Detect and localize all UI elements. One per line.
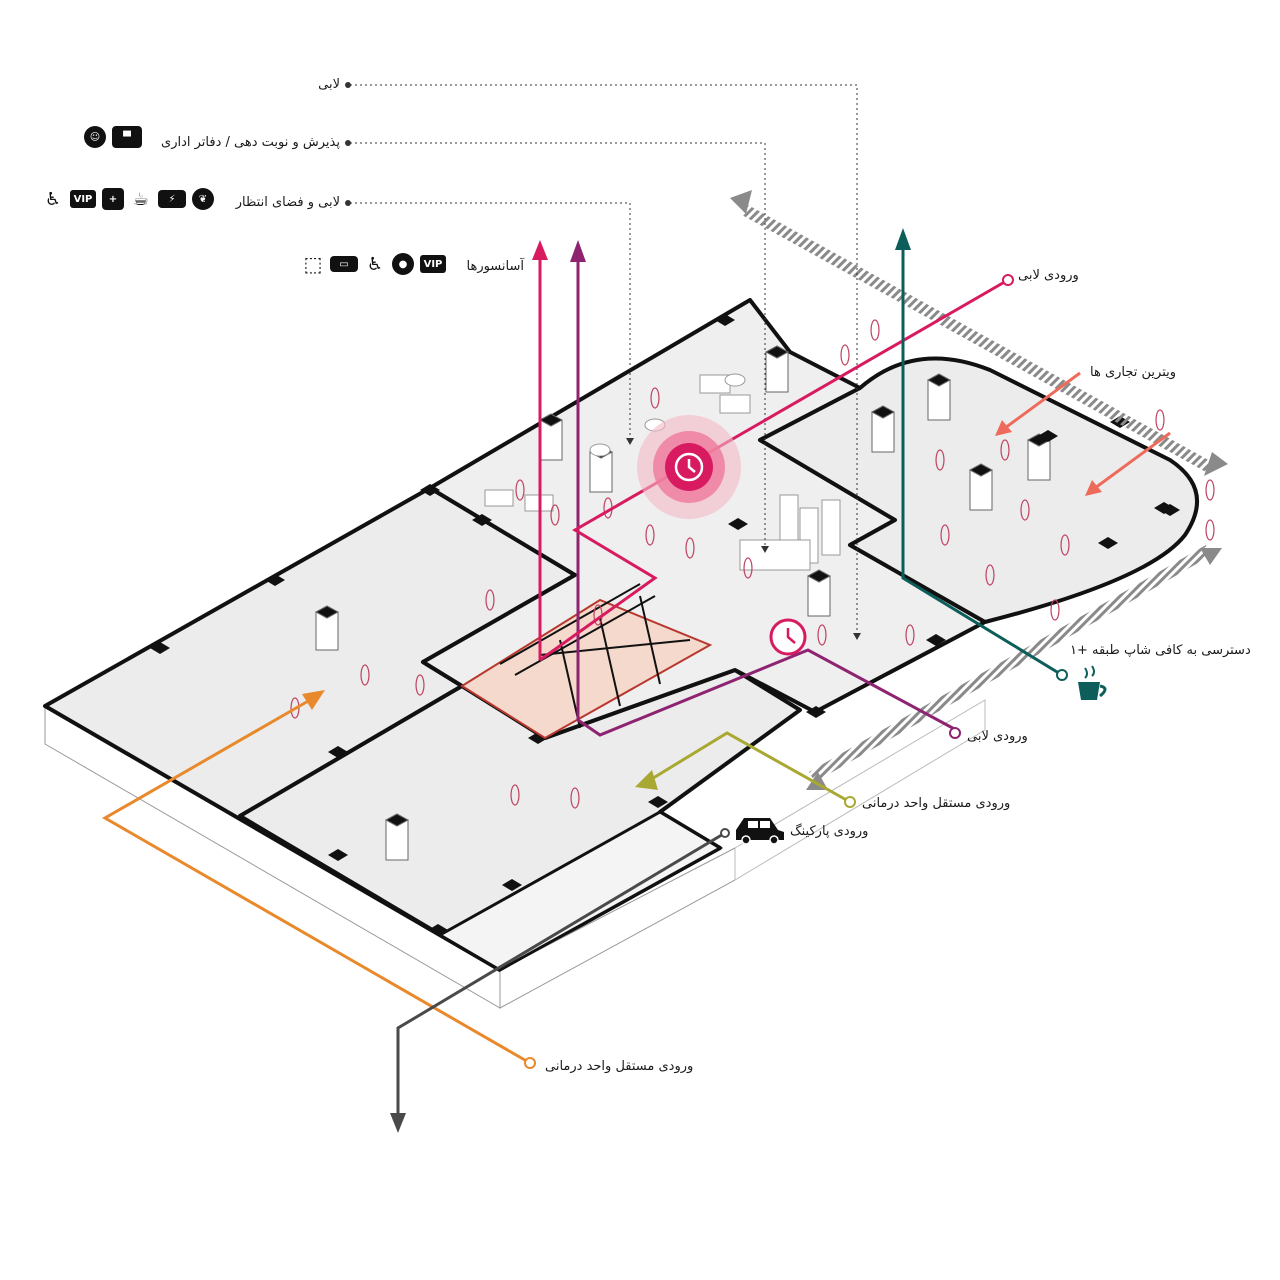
- coffee-cup-icon: [1078, 665, 1107, 700]
- battery-charge-icon: ⚡: [158, 190, 186, 208]
- first-aid-icon: +: [102, 188, 124, 210]
- clinic-entrance-path-olive: [635, 731, 856, 808]
- label-elevators: آسانسورها: [466, 259, 525, 274]
- leader-arrowheads: [345, 82, 861, 640]
- shop-window-frontage-arrows: [730, 190, 1228, 790]
- vip-icon: VIP: [70, 190, 96, 208]
- label-parking-entrance: ورودی پارکینگ: [790, 824, 869, 839]
- wall-column-marks: [150, 314, 1180, 936]
- lobby-path-magenta: [539, 274, 1014, 662]
- lobby-clock-large: [637, 415, 741, 519]
- person-icon: ●: [392, 253, 414, 275]
- clinic-entrance-path-orange: [101, 690, 536, 1069]
- coffee-icon: ☕: [132, 188, 150, 210]
- shop-window-arrows: [995, 371, 1171, 496]
- receptionist-icon: ☺: [84, 126, 106, 148]
- desk-icon: ▀: [112, 126, 142, 148]
- waiting-icons: ♿ VIP + ☕ ⚡ ❦: [42, 188, 214, 210]
- label-reception: پذیرش و نوبت دهی / دفاتر اداری: [161, 135, 340, 150]
- cafe-access-path-teal: [895, 228, 1068, 681]
- label-clinic-entrance-left: ورودی مستقل واحد درمانی: [545, 1059, 694, 1074]
- car-icon: [736, 818, 784, 845]
- package-icon: ⬚: [303, 252, 323, 276]
- seat-icon: ♿: [44, 188, 62, 210]
- label-lobby-top: لابی: [318, 77, 340, 92]
- vertical-circulation-arrow-magenta: [532, 240, 548, 660]
- wheelchair-icon: ♿: [366, 253, 384, 275]
- parking-entrance-path: [390, 828, 730, 1133]
- lobby-clock-small: [769, 618, 807, 656]
- label-shop-windows: ویترین تجاری ها: [1090, 365, 1177, 380]
- label-clinic-entrance-right: ورودی مستقل واحد درمانی: [862, 796, 1011, 811]
- label-cafe-access: دسترسی به کافی شاپ طبقه +۱: [1070, 643, 1251, 658]
- reception-icons: ☺ ▀: [84, 126, 142, 148]
- label-waiting: لابی و فضای انتظار: [235, 195, 340, 210]
- leaf-icon: ❦: [192, 188, 214, 210]
- lobby-path-purple: [570, 240, 961, 739]
- label-lobby-entrance-top: ورودی لابی: [1018, 268, 1079, 283]
- vip-icon-elevator: VIP: [420, 255, 446, 273]
- ticket-icon: ▭: [330, 256, 358, 272]
- label-lobby-entrance-bottom: ورودی لابی: [967, 729, 1028, 744]
- dotted-leaders: [350, 84, 858, 635]
- elevator-icons: ⬚ ▭ ♿ ● VIP: [302, 252, 446, 276]
- people-figures: [290, 319, 1215, 809]
